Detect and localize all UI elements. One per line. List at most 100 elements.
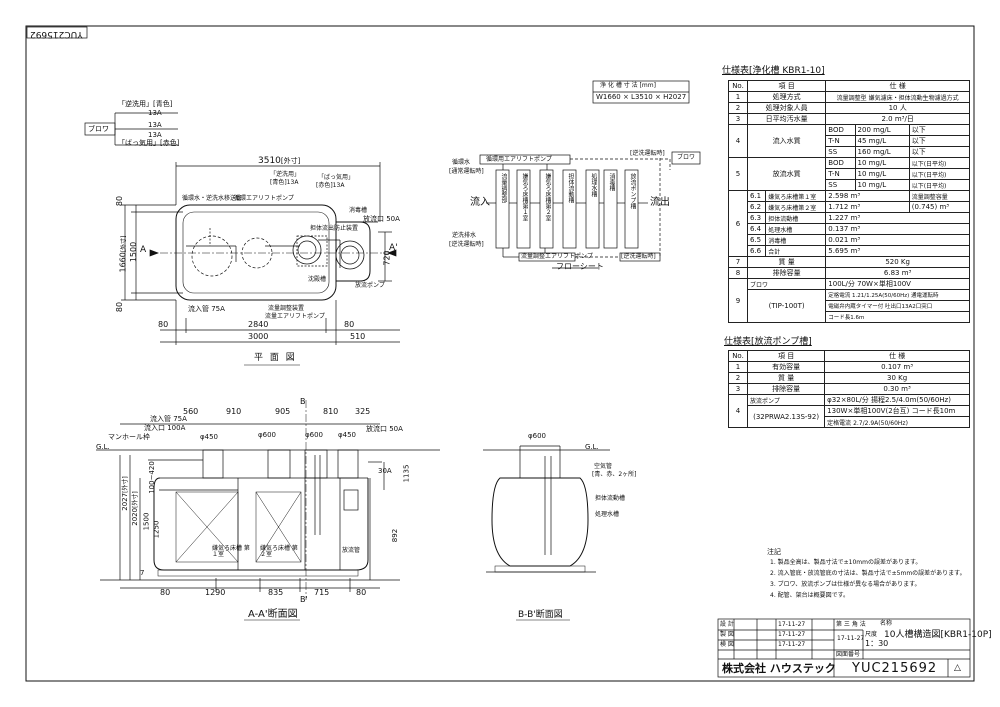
phi600-1: φ600: [258, 431, 276, 439]
label-kuuki-2: [青、赤、2ヶ所]: [592, 471, 637, 478]
label-ryuuryou: 流量調整装置: [268, 305, 305, 312]
flow-left-label-4: [逆洗運転時]: [449, 241, 484, 248]
blower-cord: コード長1.6m: [825, 311, 970, 323]
volume-no: 6.3: [746, 212, 767, 224]
label-arai-blue-2: 「逆洗用」: [270, 171, 301, 178]
dim-100-420: 100~420: [147, 461, 156, 494]
weight-value: 520 Kg: [825, 256, 970, 268]
table-row: 2 処理対象人員 10 人: [728, 102, 970, 114]
flow-input: 流入: [470, 197, 490, 208]
volume-no: 6.5: [746, 234, 767, 246]
spec2-col-item: 項 目: [746, 350, 826, 362]
table-row: 6 6.1 嫌気ろ床槽第１室 2.598 m³ 流量調整容量: [728, 190, 971, 257]
spec2-item: 質 量: [746, 372, 826, 384]
table-row: 3 日平均汚水量 2.0 m³/日: [728, 113, 970, 125]
pump-spec-2: 130W×単相100V(2台互) コード長10m: [824, 405, 970, 417]
sheet-frame: [25, 25, 975, 682]
blower-label: ブロワ: [88, 125, 109, 133]
notes-title: 注記: [767, 548, 781, 556]
spec2-no: 3: [728, 383, 748, 395]
plan-view-drawing: [84, 112, 400, 366]
tb-date: 17-11-27: [778, 631, 806, 638]
weight-item: 質 量: [746, 256, 827, 268]
dim-1290: 1290: [205, 588, 226, 597]
flow-output: 流出: [650, 197, 670, 208]
label-b: B: [300, 397, 306, 406]
label-arai-blue: 「逆洗用」[青色]: [118, 100, 173, 108]
dim-835: 835: [268, 588, 284, 597]
dim-total-top: 3510[外寸]: [258, 156, 301, 166]
dim-3000: 3000: [248, 332, 269, 341]
dim-810: 810: [323, 407, 339, 416]
flow-stage-label: 担体流動槽: [567, 173, 574, 203]
spec1-no-7: 7: [728, 256, 748, 268]
label-b-prime: B': [300, 595, 308, 604]
flow-stage-label: 消毒槽: [608, 173, 615, 191]
inflow-unit: 以下: [908, 146, 971, 158]
volume-no: 6.4: [746, 223, 767, 235]
spec1-no-4: 4: [728, 124, 748, 158]
disp-value: 6.83 m³: [825, 267, 970, 279]
outflow-unit: 以下(日平均): [908, 157, 971, 169]
phi600-bb: φ600: [528, 432, 546, 440]
table-row: (TIP-100T) 定格電流 1.21/1.25A(50/60Hz) 通電運転…: [729, 289, 970, 323]
volume-value: 0.021 m³: [825, 234, 970, 246]
inflow-value: 45 mg/L: [854, 135, 910, 147]
dim-510: 510: [350, 332, 366, 341]
volume-item: 担体流動槽: [765, 212, 827, 224]
inflow-value: 200 mg/L: [854, 124, 910, 136]
table-row: 2 質 量 30 Kg: [728, 372, 970, 384]
label-senkan-airlift: 循環エアリフトポンプ: [234, 195, 294, 202]
tb-row-label: 検 図: [720, 641, 734, 648]
blower-spec: 100L/分 70W×単相100V: [825, 278, 970, 290]
spec1-inflow-label: 流入水質: [746, 124, 827, 158]
spec2-table: No. 項 目 仕 様 1 有効容量 0.107 m³ 2 質 量 30 Kg …: [728, 350, 970, 428]
label-tankei: 担体流出防止装置: [310, 225, 359, 232]
flow-adj-value: (0.745) m³: [908, 201, 971, 213]
phi450-1: φ450: [200, 433, 218, 441]
label-houryu-50a: 放流口 50A: [363, 215, 400, 223]
table-row: 5 放流水質 BOD 10 mg/L 以下(日平均): [728, 157, 971, 191]
spec1-title: 仕様表[浄化槽 KBR1-10]: [722, 66, 825, 76]
label-houryu-kan: 放流管: [342, 547, 361, 554]
dims-box-title: 浄 化 槽 寸 法 [mm]: [600, 82, 656, 89]
tb-scale: 1：30: [865, 639, 889, 648]
label-arai-blue-3: [青色]13A: [270, 179, 299, 186]
label-ryuunyuu-75a: 流入管 75A: [188, 305, 225, 313]
table-row: 1 処理方式 流量調整型 嫌気濾床・担体流動生物濾過方式: [728, 91, 970, 103]
section-bb-drawing: [483, 445, 610, 621]
title-block-lines: [717, 618, 971, 678]
spec1-no: 1: [728, 91, 748, 103]
spec1-spec: 2.0 m³/日: [825, 113, 970, 125]
table-row: コード長1.6m: [729, 311, 970, 323]
volume-value: 0.137 m³: [825, 223, 970, 235]
pipe-13a-1: 13A: [148, 109, 162, 117]
dim-1660: 1660[外寸]: [118, 235, 128, 273]
dim-1500: 1500: [129, 241, 139, 263]
dim-2020: 2020[外寸]: [130, 491, 139, 526]
outflow-key: T-N: [825, 168, 856, 180]
spec1-no-6: 6: [728, 190, 748, 257]
label-bakki-red-2: 「ばっ気用」: [318, 174, 355, 181]
volume-no: 6.6: [746, 245, 767, 257]
gl-bb: G.L.: [585, 443, 599, 451]
label-manhole: マンホール枠: [108, 433, 150, 441]
outflow-value: 10 mg/L: [854, 157, 910, 169]
spec1-no: 2: [728, 102, 748, 114]
label-r2: 嫌気ろ床槽 第２室: [260, 545, 298, 558]
flow-left-label-1: 循環水: [452, 159, 471, 166]
label-houryu-50a-aa: 放流口 50A: [366, 425, 403, 433]
label-shori-bb: 処理水槽: [595, 511, 620, 518]
section-bb-title: B-B'断面図: [518, 610, 563, 620]
flow-blower: ブロワ: [677, 154, 696, 161]
spec1-no-9: 9: [728, 278, 748, 323]
disp-item: 排除容量: [746, 267, 827, 279]
dim-80-left: 80: [158, 320, 169, 329]
flow-bottom-label-2: [逆洗運転時]: [621, 253, 656, 260]
volume-item: 嫌気ろ床槽第２室: [765, 201, 827, 213]
flow-stage-label: 嫌気ろ床槽第１室: [521, 173, 528, 221]
volume-no: 6.2: [746, 201, 767, 213]
dim-560: 560: [183, 407, 199, 416]
flow-sheet-drawing: [479, 80, 701, 269]
